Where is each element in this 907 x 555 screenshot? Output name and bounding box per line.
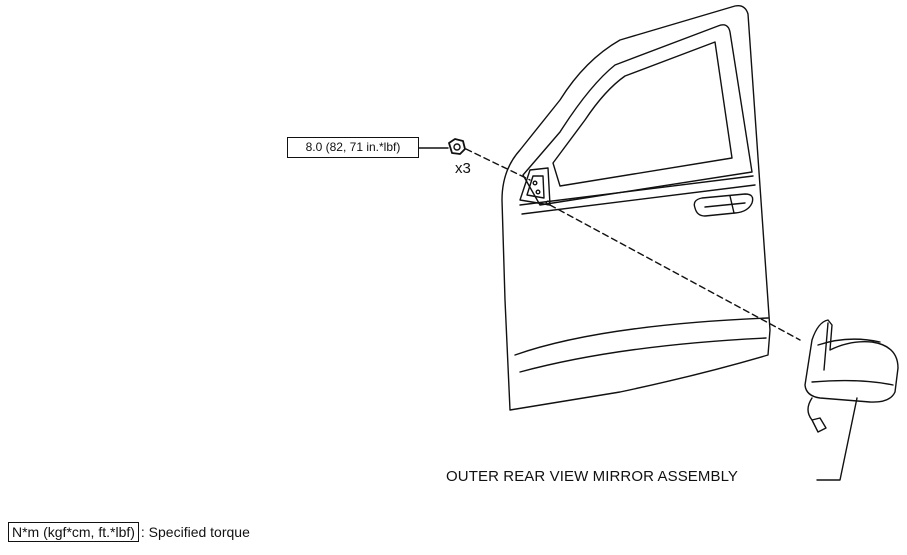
legend: N*m (kgf*cm, ft.*lbf) : Specified torque bbox=[8, 522, 250, 542]
mirror-callout-leader bbox=[816, 397, 858, 481]
quantity-label: x3 bbox=[455, 160, 471, 177]
door-handle bbox=[693, 193, 754, 217]
nut-icon bbox=[448, 138, 466, 155]
assembly-dashed-lines bbox=[465, 148, 801, 341]
legend-description: : Specified torque bbox=[140, 524, 250, 540]
part-label: OUTER REAR VIEW MIRROR ASSEMBLY bbox=[446, 468, 739, 485]
torque-spec-box: 8.0 (82, 71 in.*lbf) bbox=[287, 137, 419, 158]
outer-mirror-assembly bbox=[804, 319, 899, 433]
legend-unit-box: N*m (kgf*cm, ft.*lbf) bbox=[8, 522, 139, 542]
front-door-outline bbox=[501, 4, 771, 411]
